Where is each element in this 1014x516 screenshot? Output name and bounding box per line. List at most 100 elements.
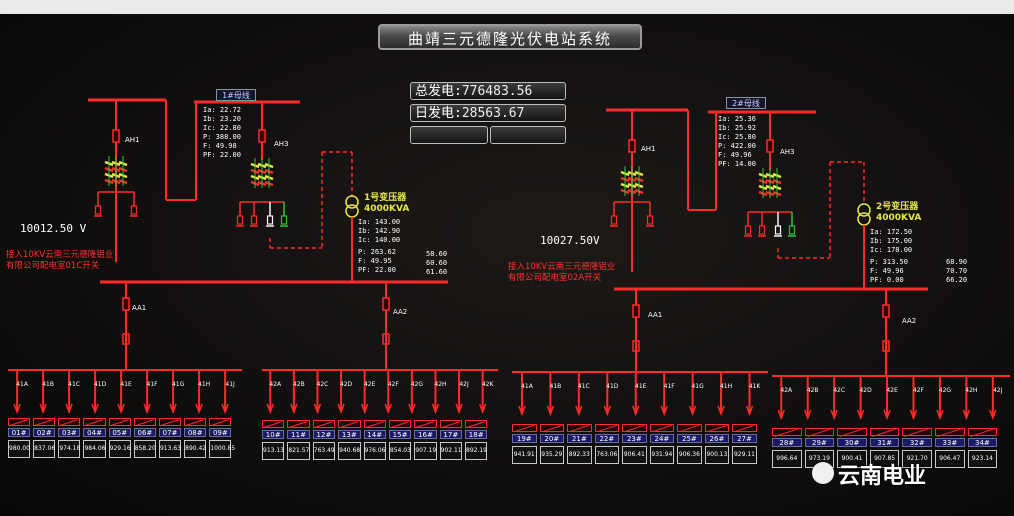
left-a-cabinet-breaker bbox=[133, 418, 156, 426]
right-b-feeder-arrow bbox=[856, 409, 865, 421]
right-a-cabinet-label: 26# bbox=[704, 434, 730, 443]
ah3-left-ic: Ic: 22.80 bbox=[203, 124, 241, 132]
right-ah3-g2-fuse bbox=[758, 225, 766, 235]
right-a-feeder-arrow bbox=[660, 405, 668, 417]
left-a-cabinet-value: 974.18 bbox=[58, 440, 81, 458]
left-transformer-coil-1 bbox=[345, 195, 359, 209]
right-b-feeder-label: 42D bbox=[859, 387, 872, 394]
right-ah3-breaker bbox=[766, 139, 774, 153]
right-b-feeder-arrow bbox=[883, 409, 891, 421]
note-right-1: 接入10KV云南三元德隆铝业 bbox=[508, 262, 616, 272]
page-title: 曲靖三元德隆光伏电站系统 bbox=[378, 24, 642, 50]
right-b-feeder-label: 42J bbox=[993, 387, 1003, 394]
right-a-feeder-arrow bbox=[575, 405, 583, 417]
left-a-feeder-label: 41C bbox=[68, 381, 80, 388]
switch-ah1-left: AH1 bbox=[125, 136, 140, 144]
right-a-cabinet-breaker bbox=[732, 424, 757, 432]
left-a-feeder-label: 41F bbox=[146, 381, 158, 388]
switch-ah1-right: AH1 bbox=[641, 145, 656, 153]
right-aa1-breaker bbox=[632, 304, 640, 318]
right-a-feeder-arrow bbox=[546, 405, 555, 417]
left-a-feeder-arrow bbox=[13, 403, 21, 415]
right-a-feeder-label: 41D bbox=[606, 383, 619, 390]
switch-ah3-left: AH3 bbox=[274, 140, 289, 148]
left-b-feeder-label: 42H bbox=[434, 381, 447, 388]
left-a-feeder-label: 41B bbox=[42, 381, 54, 388]
left-b-cabinet-label: 16# bbox=[414, 430, 437, 439]
left-a-cabinet-breaker bbox=[58, 418, 81, 426]
right-a-feeder-arrow bbox=[745, 405, 754, 417]
right-b-feeder-label: 42B bbox=[806, 387, 819, 394]
transformer-left-label: 1号变压器 4000KVA bbox=[364, 193, 409, 215]
left-b-feeder-label: 42A bbox=[269, 381, 282, 388]
left-aa2-fuse bbox=[382, 333, 390, 345]
left-b-feeder-arrow bbox=[455, 403, 463, 415]
left-a-feeder-arrow bbox=[39, 403, 47, 415]
tr1-extra-2: 60.60 bbox=[426, 259, 448, 267]
left-b-cabinet-value: 892.19 bbox=[465, 442, 488, 460]
left-b-feeder-label: 42B bbox=[292, 381, 305, 388]
right-a-cabinet-label: 22# bbox=[594, 434, 620, 443]
tr1-f: F: 49.95 bbox=[358, 257, 392, 265]
left-b-cabinet-value: 763.49 bbox=[312, 442, 336, 460]
left-aa1-breaker bbox=[122, 297, 130, 311]
left-a-feeder-label: 41D bbox=[93, 381, 107, 388]
right-a-feeder-label: 41H bbox=[719, 383, 733, 390]
left-b-feeder-arrow bbox=[313, 403, 322, 415]
tr1-extra-3: 61.60 bbox=[426, 268, 448, 276]
left-b-cabinet-value: 854.03 bbox=[388, 442, 412, 460]
left-b-feeder-label: 42E bbox=[363, 381, 376, 388]
transformer-right-label: 2号变压器 4000KVA bbox=[876, 202, 921, 224]
left-ah3-breaker bbox=[258, 129, 266, 143]
left-b-cabinet-breaker bbox=[312, 420, 336, 428]
left-a-feeder-label: 41J bbox=[225, 381, 235, 388]
total-generation: 总发电:776483.56 bbox=[410, 82, 566, 100]
tr2-ib: Ib: 175.00 bbox=[870, 237, 913, 245]
left-b-feeder-arrow bbox=[408, 403, 416, 415]
right-b-feeder-arrow bbox=[989, 409, 997, 421]
switch-ah3-right: AH3 bbox=[780, 148, 795, 156]
right-a-feeder-arrow bbox=[717, 405, 725, 417]
right-a-cabinet-value: 763.06 bbox=[594, 446, 620, 464]
left-b-feeder-arrow bbox=[266, 403, 274, 415]
tr1-p: P: 263.62 bbox=[358, 248, 396, 256]
left-a-feeder-label: 41E bbox=[120, 381, 132, 388]
note-right-2: 有限公司配电室02A开关 bbox=[508, 273, 602, 283]
left-a-feeder-label: 41G bbox=[171, 381, 185, 388]
right-b-cabinet-label: 33# bbox=[935, 438, 965, 447]
left-a-cabinet-value: 858.20 bbox=[133, 440, 156, 458]
left-b-cabinet-value: 940.68 bbox=[338, 442, 361, 460]
tr2-measurements: Ia: 172.50 Ib: 175.00 Ic: 178.00 P: 313.… bbox=[870, 228, 912, 285]
right-b-cabinet-value: 996.64 bbox=[772, 450, 802, 468]
daily-generation-value: 28563.67 bbox=[461, 106, 525, 121]
right-b-cabinet-label: 28# bbox=[772, 438, 802, 447]
right-a-cabinet-breaker bbox=[567, 424, 592, 432]
left-b-cabinet-breaker bbox=[439, 420, 462, 428]
right-b-cabinet-breaker bbox=[967, 428, 998, 436]
right-b-feeder-label: 42H bbox=[965, 387, 978, 394]
left-a-cabinet-value: 837.06 bbox=[33, 440, 56, 458]
left-b-cabinet-value: 902.11 bbox=[439, 442, 462, 460]
left-b-cabinet-label: 17# bbox=[439, 430, 462, 439]
right-a-cabinet-value: 906.36 bbox=[677, 446, 702, 464]
switch-aa2-right: AA2 bbox=[902, 317, 917, 325]
left-b-feeder-label: 42K bbox=[481, 381, 494, 388]
left-a-cabinet-label: 09# bbox=[209, 428, 232, 437]
left-b-cabinet-breaker bbox=[414, 420, 437, 428]
right-ah1-breaker bbox=[628, 139, 636, 153]
left-b-cabinet-label: 12# bbox=[312, 430, 336, 439]
right-b-cabinet-label: 30# bbox=[837, 438, 867, 447]
stat-box-4 bbox=[490, 126, 566, 144]
left-b-feeder-label: 42G bbox=[410, 381, 423, 388]
right-b-cabinet-value: 907.85 bbox=[869, 450, 900, 468]
left-b-feeder-arrow bbox=[360, 403, 369, 415]
left-b-cabinet-label: 15# bbox=[388, 430, 412, 439]
right-a-cabinet-breaker bbox=[649, 424, 675, 432]
right-a-cabinet-breaker bbox=[512, 424, 537, 432]
left-a-cabinet-value: 913.63 bbox=[158, 440, 182, 458]
tr2-extra-2: 70.70 bbox=[946, 267, 968, 275]
right-b-cabinet-value: 906.47 bbox=[935, 450, 965, 468]
left-a-cabinet-breaker bbox=[158, 418, 182, 426]
transformer-left-name: 1号变压器 bbox=[364, 193, 407, 203]
